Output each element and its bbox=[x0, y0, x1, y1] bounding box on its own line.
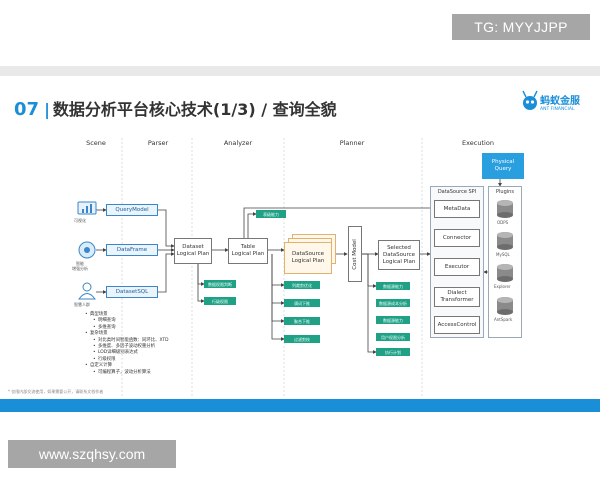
datasource-rule-0: 列裁剪优化 bbox=[284, 281, 320, 289]
edge-queryModel-dataset bbox=[158, 209, 175, 248]
edge-planner-rule1 bbox=[271, 254, 285, 287]
note-line: 可编程算子，波动分析算法 bbox=[86, 370, 168, 377]
parser-querymodel: QueryModel bbox=[106, 204, 158, 216]
note-line: 明细查询 bbox=[86, 318, 168, 325]
slide-number: 07 bbox=[14, 99, 40, 120]
note-line: 典型场景 bbox=[85, 312, 168, 319]
note-line: 多维查询 bbox=[86, 325, 168, 332]
stage-analyzer: Analyzer bbox=[223, 139, 253, 147]
note-line: LOD详细级别表达式 bbox=[86, 350, 168, 357]
slide: 07|数据分析平台核心技术(1/3) / 查询全貌 蚂蚁金服 ANT FINAN… bbox=[0, 66, 600, 412]
parser-datasetsql: DatasetSQL bbox=[106, 286, 158, 298]
scenario-notes: 典型场景 明细查询 多维查询 复杂场景 对比类时间智能函数：同环比、XTD 多维… bbox=[85, 312, 168, 377]
selected-rule-2: 数据源能力 bbox=[376, 316, 410, 324]
watermark-bottom: www.szqhsy.com bbox=[8, 440, 176, 468]
database-icon bbox=[497, 232, 513, 250]
edge-planner-rule2 bbox=[271, 254, 285, 305]
spi-access-control: AccessControl bbox=[434, 316, 480, 334]
spi-connector: Connector bbox=[434, 229, 480, 247]
edge-planner-rule4 bbox=[271, 254, 285, 341]
table-rule-0: 表级能力 bbox=[256, 210, 286, 218]
note-line: 复杂场景 bbox=[85, 331, 168, 338]
diagram-connectors bbox=[96, 138, 512, 396]
physical-query: Physical Query bbox=[482, 153, 524, 179]
spi-metadata: MetaData bbox=[434, 200, 480, 218]
note-line: 行级权限 bbox=[86, 357, 168, 364]
note-line: 多维度、多因子波动权重分析 bbox=[86, 344, 168, 351]
ant-financial-logo: 蚂蚁金服 ANT FINANCIAL bbox=[520, 90, 582, 120]
dataset-logical-plan: Dataset Logical Plan bbox=[174, 238, 212, 264]
ant-icon bbox=[522, 90, 538, 110]
stage-scene: Scene bbox=[86, 139, 106, 147]
selected-rule-4: 执行计划 bbox=[376, 348, 410, 356]
edge-dataset-rule2 bbox=[197, 264, 205, 303]
edge-costmodel-rule5 bbox=[362, 253, 377, 354]
crowd-icon bbox=[78, 282, 96, 300]
plugin-explorer-label: Explorer bbox=[494, 284, 511, 289]
note-line: 自定义计算 bbox=[85, 363, 168, 370]
edge-planner-rule3 bbox=[271, 254, 285, 323]
plugin-odps-label: ODPS bbox=[497, 220, 509, 225]
plugin-antspark-label: AntSpark bbox=[494, 317, 513, 322]
table-logical-plan: Table Logical Plan bbox=[228, 238, 268, 264]
edge-table-metadata bbox=[243, 206, 435, 238]
visualization-icon bbox=[77, 201, 97, 215]
dataset-rule-0: 数据权限判断 bbox=[204, 280, 236, 288]
footnote: * 仅限内部交流使用，如果需要公开，请联系文档作者 bbox=[8, 389, 104, 394]
selected-datasource-logical-plan: Selected DataSource Logical Plan bbox=[378, 240, 420, 270]
dataset-rule-1: 行级权限 bbox=[204, 297, 236, 305]
watermark-top: TG: MYYJJPP bbox=[452, 14, 590, 40]
slide-title-text: 数据分析平台核心技术(1/3) / 查询全貌 bbox=[52, 100, 337, 119]
augmented-analytics-icon bbox=[78, 241, 96, 259]
spi-dialect-transformer: Dialect Transformer bbox=[434, 287, 480, 307]
datasource-rule-3: 过滤剪枝 bbox=[284, 335, 320, 343]
database-icon bbox=[497, 264, 513, 282]
datasource-rule-2: 聚合下推 bbox=[284, 317, 320, 325]
selected-rule-0: 数据源能力 bbox=[376, 282, 410, 290]
edge-datasetSQL-dataset bbox=[158, 252, 175, 293]
scene-label-crowd: 智慧人群 bbox=[74, 302, 90, 307]
stage-parser: Parser bbox=[147, 139, 169, 147]
scene-label-augmented-analytics: 智能 增强分析 bbox=[72, 261, 88, 271]
spi-title: DataSource SPI bbox=[437, 189, 477, 195]
slide-top-divider bbox=[0, 66, 600, 76]
stage-execution: Execution bbox=[462, 139, 494, 147]
database-icon bbox=[497, 200, 513, 218]
footer-band bbox=[0, 399, 600, 412]
edge-table-rule bbox=[247, 212, 257, 238]
scene-label-visualization: 可视化 bbox=[74, 218, 86, 223]
title-divider: | bbox=[44, 100, 50, 119]
cost-model: Cost Model bbox=[348, 226, 362, 282]
datasource-logical-plan: DataSource Logical Plan bbox=[284, 242, 332, 274]
selected-rule-3: 用户权限分析 bbox=[376, 333, 410, 341]
selected-rule-1: 数据源成本分析 bbox=[376, 299, 410, 307]
cost-model-label: Cost Model bbox=[351, 238, 358, 270]
edge-costmodel-rule1 bbox=[362, 253, 377, 288]
database-icon bbox=[497, 297, 513, 315]
stage-planner: Planner bbox=[339, 139, 365, 147]
logo-text: 蚂蚁金服 bbox=[540, 96, 580, 107]
logo-subtext: ANT FINANCIAL bbox=[540, 107, 575, 112]
plugins-title: Plugins bbox=[496, 189, 514, 195]
plugin-mysql-label: MySQL bbox=[496, 252, 510, 257]
parser-dataframe: DataFrame bbox=[106, 244, 158, 256]
datasource-rule-1: 谓词下推 bbox=[284, 299, 320, 307]
spi-executor: Executor bbox=[434, 258, 480, 276]
note-line: 对比类时间智能函数：同环比、XTD bbox=[86, 338, 168, 345]
slide-title: 07|数据分析平台核心技术(1/3) / 查询全貌 bbox=[14, 96, 337, 120]
